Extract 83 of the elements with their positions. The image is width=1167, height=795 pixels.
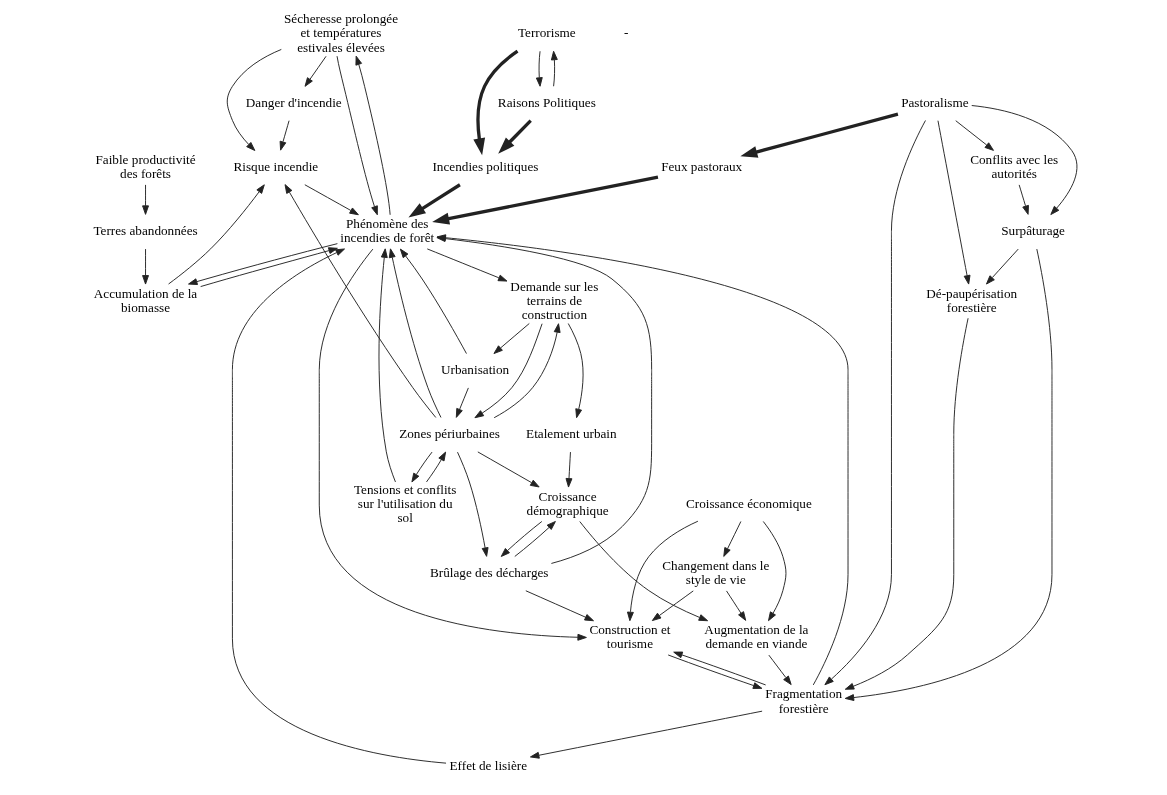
arrow xyxy=(336,55,378,216)
node-text: Faible productivité des forêts xyxy=(94,152,196,182)
arrow xyxy=(578,521,708,622)
arrow xyxy=(567,323,584,419)
arrow xyxy=(1018,184,1029,215)
node-text: Urbanisation xyxy=(440,362,509,378)
arrow xyxy=(970,105,1077,216)
arrow xyxy=(318,248,587,641)
arrow xyxy=(141,184,149,215)
arrow xyxy=(739,112,898,158)
node-text: Fragmentation forestière xyxy=(764,686,842,716)
arrow xyxy=(304,55,327,87)
arrow xyxy=(476,451,540,488)
arrow xyxy=(473,323,543,419)
arrow xyxy=(722,521,741,557)
arrow xyxy=(493,323,561,419)
arrow xyxy=(456,451,489,557)
arrow xyxy=(762,521,786,622)
arrow xyxy=(844,248,1052,701)
arrow xyxy=(407,183,461,218)
arrow xyxy=(535,50,543,87)
arrow xyxy=(187,243,338,285)
node-text: Terres abandonnées xyxy=(92,223,198,239)
node-text: Tensions et conflits sur l'utilisation du sol xyxy=(353,481,456,525)
arrow xyxy=(231,248,446,764)
node-text: Accumulation de la biomasse xyxy=(93,285,197,315)
arrow xyxy=(550,50,558,87)
node-text: Terrorisme xyxy=(517,25,576,41)
arrow xyxy=(410,451,433,483)
node-text: Croissance démographique xyxy=(526,488,609,518)
arrow xyxy=(167,184,265,285)
node-text: Etalement urbain xyxy=(525,426,617,442)
arrow xyxy=(524,590,594,622)
arrow xyxy=(985,248,1019,285)
arrow xyxy=(844,317,969,690)
arrow xyxy=(823,120,926,686)
arrow xyxy=(141,248,149,285)
arrow xyxy=(651,590,694,622)
arrow xyxy=(472,49,518,156)
node-text: Incendies politiques xyxy=(431,159,538,175)
node-text: Construction et tourisme xyxy=(588,622,670,652)
arrow xyxy=(279,120,290,151)
node-text: Raisons Politiques xyxy=(497,94,596,110)
arrow xyxy=(565,451,572,488)
node-text: Augmentation de la demande en viande xyxy=(703,622,809,652)
arrow xyxy=(626,520,698,622)
node-text: Phénomène des incendies de forêt xyxy=(339,216,434,246)
arrow xyxy=(529,710,763,759)
arrow xyxy=(303,184,359,216)
arrow xyxy=(767,654,792,686)
node-text: Danger d'incendie xyxy=(245,94,342,110)
node-text: Conflits avec les autorités xyxy=(969,152,1058,182)
arrow xyxy=(937,120,970,285)
arrow xyxy=(426,248,507,282)
arrow xyxy=(954,120,994,151)
arrow xyxy=(513,521,556,557)
arrow xyxy=(425,451,446,483)
arrow xyxy=(354,55,391,216)
arrow xyxy=(497,119,532,154)
node-text: Sécheresse prolongée et températures estivales élevées xyxy=(283,11,398,55)
node-text: Pastoralisme xyxy=(900,94,969,110)
arrow xyxy=(455,387,469,418)
node-text: Effet de lisière xyxy=(449,757,527,773)
node-text: Dé-paupérisation forestière xyxy=(925,285,1017,315)
node-text: Feux pastoraux xyxy=(660,159,742,175)
arrow xyxy=(226,48,282,151)
node-text: Brûlage des décharges xyxy=(429,565,548,581)
label: - xyxy=(623,25,628,41)
node-text: Demande sur les terrains de construction xyxy=(509,278,598,322)
node-text: Surpâturage xyxy=(1000,223,1065,239)
arrow xyxy=(493,323,530,355)
node-text: Croissance économique xyxy=(685,495,812,511)
arrow xyxy=(388,248,441,418)
arrow xyxy=(725,590,746,621)
arrow xyxy=(431,175,658,225)
arrow xyxy=(500,521,542,557)
arrow xyxy=(199,247,338,288)
node-text: Risque incendie xyxy=(232,159,318,175)
arrow xyxy=(284,184,436,418)
arrow xyxy=(378,248,396,483)
arrow xyxy=(399,248,467,355)
node-text: Zones périurbaines xyxy=(398,426,500,442)
node-text: Changement dans le style de vie xyxy=(661,558,769,588)
